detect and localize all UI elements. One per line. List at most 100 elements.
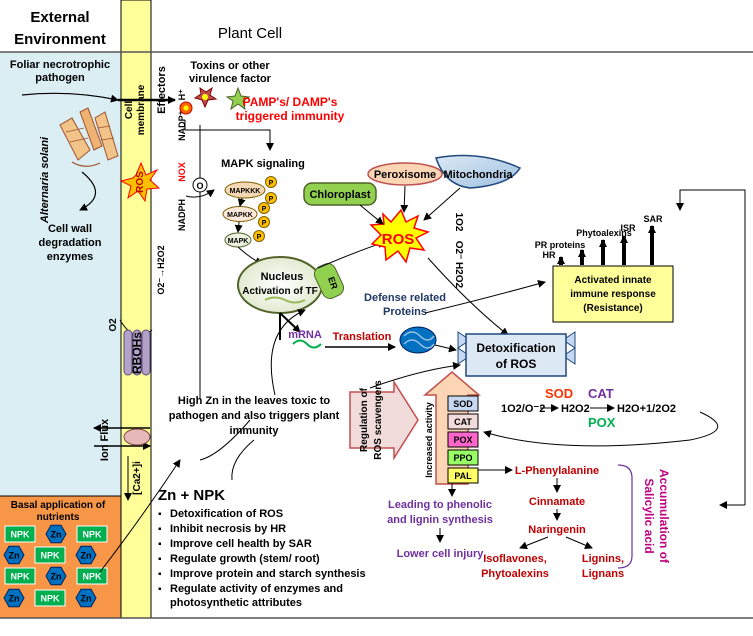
nutrient-token-label: Zn xyxy=(51,572,62,582)
translation-label: Translation xyxy=(333,331,392,343)
cascade-arrow-1 xyxy=(237,197,246,207)
nutrient-token-label: Zn xyxy=(9,551,20,561)
plant-cell-title: Plant Cell xyxy=(218,25,282,42)
chloroplast-label: Chloroplast xyxy=(309,189,370,201)
pamp-label-1: PAMP's/ DAMP's xyxy=(243,95,338,109)
pamp-label-2: triggered immunity xyxy=(236,109,345,123)
zn-token-7: Zn xyxy=(45,566,67,586)
cell-wall-enzymes-3: enzymes xyxy=(47,251,93,263)
svg-text:O: O xyxy=(196,181,203,191)
ion-channel xyxy=(123,428,151,446)
reaction-substrate: 1O2/O⁻2 xyxy=(501,403,545,415)
basal-label-1: Basal application of xyxy=(11,500,106,511)
membrane-ros-burst xyxy=(119,161,161,203)
zn-token-3: Zn xyxy=(3,545,25,565)
npk-token-0: NPK xyxy=(4,525,36,543)
nox-label: NOX xyxy=(177,162,187,182)
immune-label-2: immune response xyxy=(570,289,656,300)
protein-illustration xyxy=(399,326,437,354)
zn-note-3: immunity xyxy=(230,425,280,437)
enzyme-label-ppo: PPO xyxy=(453,453,472,463)
mapk-label: MAPK xyxy=(228,238,249,245)
ion-flux-label: Ion Flux xyxy=(99,418,111,461)
rbohs-channel xyxy=(123,329,151,376)
zn-to-heading-line xyxy=(199,419,251,461)
bar-sar: SAR xyxy=(643,214,663,224)
zn-note-1: High Zn in the leaves toxic to xyxy=(178,395,330,407)
bar-hr: HR xyxy=(543,250,556,260)
enzyme-box-pox xyxy=(447,431,479,448)
cascade-arrow-2 xyxy=(234,221,243,233)
cinnamate-label: Cinnamate xyxy=(529,496,585,508)
salicylic-label-2: Salicylic acid xyxy=(642,478,656,553)
immune-label-1: Activated innate xyxy=(574,275,652,286)
mitochondria-shape xyxy=(435,154,522,189)
isoflavones-label-1: Isoflavones, xyxy=(483,553,547,565)
mapk-signaling-label: MAPK signaling xyxy=(221,158,305,170)
regulation-label-1: Regulation of xyxy=(359,387,370,452)
immune-label-3: (Resistance) xyxy=(583,303,642,314)
defense-proteins-2: Proteins xyxy=(383,306,427,318)
nutrient-token-label: Zn xyxy=(81,551,92,561)
salicylic-label-1: Accumulation of xyxy=(657,469,671,564)
dna-strand xyxy=(264,296,306,304)
peroxisome-ros-arrow xyxy=(400,185,409,213)
species-1o2: 1O2 xyxy=(453,213,464,232)
external-title-line1: External xyxy=(30,9,89,26)
reaction-h2o2: H2O2 xyxy=(561,403,590,415)
zn-bullet-3: Improve cell health by SAR xyxy=(158,538,312,551)
enzyme-box-pal xyxy=(447,467,479,484)
enzyme-label-cat: CAT xyxy=(454,417,472,427)
reaction-cat: CAT xyxy=(588,386,614,401)
toxin-molecules xyxy=(179,86,251,115)
toxins-label-1: Toxins or other xyxy=(190,60,270,72)
phen-arrow-4 xyxy=(565,536,593,549)
zn-bullet-2: Inhibit necrosis by HR xyxy=(158,523,286,536)
species-o2: O2⁻ xyxy=(453,241,464,260)
zn-note-2: pathogen and also triggers plant xyxy=(169,410,340,422)
phenylalanine-label: L-Phenylalanine xyxy=(515,465,599,477)
nutrient-token-label: Zn xyxy=(51,530,62,540)
cell-membrane-label-2: membrane xyxy=(136,84,147,135)
pathogen-intro-2: pathogen xyxy=(35,72,85,84)
detox-label-2: of ROS xyxy=(496,357,537,371)
zn-token-9: Zn xyxy=(3,588,25,608)
o2-h2o2-label: O2⁻→H2O2 xyxy=(156,245,166,294)
zn-bullet-4: Regulate growth (stem/ root) xyxy=(158,553,320,566)
zn-token-5: Zn xyxy=(75,545,97,565)
pathogen-intro-1: Foliar necrotrophic xyxy=(10,59,110,71)
alternaria-spore-illustration xyxy=(59,107,119,167)
cell-membrane-label-1: Cell xyxy=(124,101,135,120)
effectors-label: Effectors xyxy=(156,66,168,114)
p-label-5: P xyxy=(257,234,262,241)
nutrient-token-label: NPK xyxy=(10,530,30,540)
salicylic-feedback-arrow xyxy=(676,189,746,505)
pathogen-species-label: Alternaria solani xyxy=(39,136,51,224)
nutrient-token-label: NPK xyxy=(10,572,30,582)
lignins-label-1: Lignins, xyxy=(582,553,624,565)
npk-token-10: NPK xyxy=(34,589,66,607)
pamp-arrow xyxy=(184,120,274,151)
bar-isr: ISR xyxy=(620,223,636,233)
nutrient-token-label: Zn xyxy=(81,594,92,604)
external-title-line2: Environment xyxy=(14,31,106,48)
enzyme-label-pal: PAL xyxy=(454,471,472,481)
nox-transporter: O xyxy=(185,177,215,198)
mitochondria-label: Mitochondria xyxy=(443,169,513,181)
increased-activity-label: Increased activity xyxy=(424,402,434,478)
salicylic-bracket xyxy=(617,464,633,569)
proteins-to-immune-arrow xyxy=(424,280,546,314)
enzyme-box-sod xyxy=(447,395,479,412)
cell-wall-enzymes-1: Cell wall xyxy=(48,223,92,235)
calcium-label: [Ca2+]i xyxy=(132,461,143,495)
isoflavones-label-2: Phytoalexins xyxy=(481,568,549,580)
mapkkk-shape xyxy=(224,181,266,199)
zn-to-nucleus-arrow xyxy=(270,309,306,396)
p-label-2: P xyxy=(269,196,274,203)
transcription-arrow xyxy=(279,312,301,333)
npk-token-8: NPK xyxy=(76,567,108,585)
